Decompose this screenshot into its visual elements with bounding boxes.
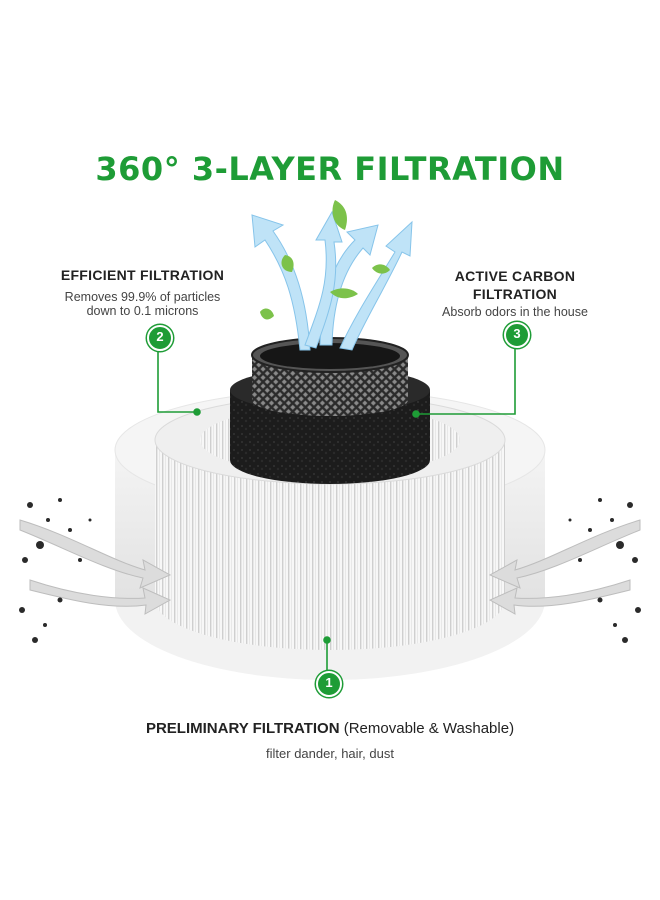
leaf-icon <box>260 200 390 320</box>
dirty-air-arrows-left <box>19 519 172 615</box>
badge-3: 3 <box>504 322 530 348</box>
carbon-heading-line1: ACTIVE CARBON <box>454 268 576 284</box>
preliminary-filtration-desc: filter dander, hair, dust <box>266 746 394 761</box>
carbon-heading-line2: FILTRATION <box>472 286 558 302</box>
badge-1: 1 <box>316 671 342 697</box>
callout-lines <box>157 344 516 670</box>
badge-2: 2 <box>147 325 173 351</box>
dirty-air-arrows-right <box>488 519 641 615</box>
dust-particles <box>19 498 641 643</box>
efficient-desc-line2: down to 0.1 microns <box>86 304 199 318</box>
carbon-layer <box>230 337 430 484</box>
clean-air-arrows <box>251 210 413 351</box>
preliminary-heading-rest: (Removable & Washable) <box>339 720 515 737</box>
preliminary-filtration-heading: PRELIMINARY FILTRATION (Removable & Wash… <box>0 720 660 737</box>
page-title: 360° 3-LAYER FILTRATION <box>95 150 565 188</box>
efficient-filtration-desc: Removes 99.9% of particles down to 0.1 m… <box>40 290 245 318</box>
carbon-filtration-heading: ACTIVE CARBON FILTRATION <box>420 267 610 303</box>
efficient-filtration-heading: EFFICIENT FILTRATION <box>60 267 225 283</box>
efficient-desc-line1: Removes 99.9% of particles <box>64 290 221 304</box>
preliminary-heading-bold: PRELIMINARY FILTRATION <box>145 720 340 737</box>
carbon-filtration-desc: Absorb odors in the house <box>442 305 588 319</box>
